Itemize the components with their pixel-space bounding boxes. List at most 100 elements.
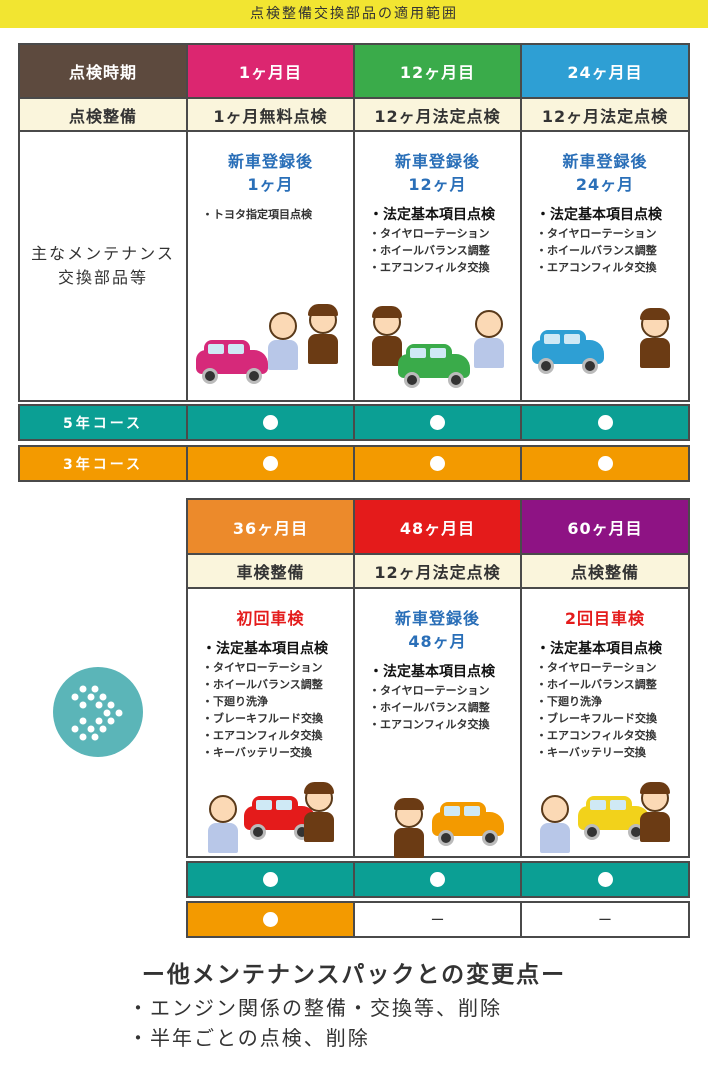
included-dot — [597, 415, 613, 430]
period-heading: 初回車検 — [236, 607, 304, 630]
maintenance-item: エアコンフィルタ交換 — [369, 716, 495, 733]
maintenance-item: エアコンフィルタ交換 — [536, 727, 662, 744]
staff-illustration — [392, 798, 426, 860]
heading-line: 新車登録後 — [562, 152, 648, 171]
header-label: 36ヶ月目 — [232, 518, 309, 538]
maintenance-item: 下廻り洗浄 — [536, 693, 662, 710]
service-label: 点検整備 — [68, 106, 137, 126]
header-label: 24ヶ月目 — [567, 63, 643, 82]
heading-line: 12ヶ月 — [408, 175, 467, 194]
period-header: 36ヶ月目 — [186, 498, 355, 555]
included-dot — [263, 872, 278, 887]
course3-cell: ー — [520, 901, 690, 938]
maintenance-item: 法定基本項目点検 — [369, 206, 495, 225]
staff-illustration — [306, 304, 340, 366]
course5-cell — [186, 861, 355, 898]
maintenance-items: 法定基本項目点検タイヤローテーションホイールバランス調整エアコンフィルタ交換 — [536, 206, 662, 276]
customer-illustration — [266, 312, 300, 372]
service-type: 12ヶ月法定点検 — [353, 553, 522, 589]
period-header: 1ヶ月目 — [186, 43, 355, 99]
maintenance-items: 法定基本項目点検タイヤローテーションホイールバランス調整下廻り洗浄ブレーキフルー… — [202, 640, 328, 761]
maintenance-item: ホイールバランス調整 — [536, 676, 662, 693]
maintenance-item: タイヤローテーション — [536, 659, 662, 676]
maintenance-item: 法定基本項目点検 — [369, 663, 495, 682]
service-type: 車検整備 — [186, 553, 355, 589]
customer-illustration — [206, 795, 240, 855]
heading-line: 新車登録後 — [394, 609, 480, 628]
car-illustration — [432, 802, 504, 846]
header-label: 点検時期 — [68, 63, 137, 82]
heading-line: 24ヶ月 — [575, 175, 635, 194]
course3-cell: ー — [353, 901, 522, 938]
period-header: 60ヶ月目 — [520, 498, 690, 555]
maintenance-item: ブレーキフルード交換 — [536, 710, 662, 727]
staff-illustration — [302, 782, 336, 844]
not-included-dash: ー — [430, 912, 445, 929]
heading-line: 新車登録後 — [394, 152, 480, 171]
period-header: 24ヶ月目 — [520, 43, 690, 99]
service-label: 12ヶ月法定点検 — [374, 106, 501, 126]
maintenance-item: 下廻り洗浄 — [202, 693, 328, 710]
customer-illustration — [472, 310, 506, 370]
maintenance-item: ホイールバランス調整 — [369, 699, 495, 716]
car-illustration — [398, 344, 470, 388]
course3-cell — [520, 445, 690, 482]
maintenance-item: エアコンフィルタ交換 — [202, 727, 328, 744]
course3-cell: 3年コース — [18, 445, 188, 482]
title-banner: 点検整備交換部品の適用範囲 — [0, 0, 708, 28]
service-type: 12ヶ月法定点検 — [520, 97, 690, 132]
maintenance-item: タイヤローテーション — [369, 225, 495, 242]
chevron-arrow-icon — [53, 667, 143, 757]
included-dot — [430, 415, 445, 430]
maintenance-item: キーバッテリー交換 — [202, 744, 328, 761]
period-header: 48ヶ月目 — [353, 498, 522, 555]
course-label-3yr: 3年コース — [62, 456, 144, 473]
maintenance-item: エアコンフィルタ交換 — [369, 259, 495, 276]
row-label: 主なメンテナンス — [31, 244, 175, 263]
maintenance-items: トヨタ指定項目点検 — [202, 206, 312, 223]
maintenance-item: 法定基本項目点検 — [536, 206, 662, 225]
course-label-5yr: 5年コース — [62, 415, 144, 432]
header-label: 60ヶ月目 — [567, 518, 643, 538]
maintenance-items: 法定基本項目点検タイヤローテーションホイールバランス調整エアコンフィルタ交換 — [369, 663, 495, 733]
included-dot — [263, 456, 278, 471]
maintenance-items: 法定基本項目点検タイヤローテーションホイールバランス調整下廻り洗浄ブレーキフルー… — [536, 640, 662, 761]
included-dot — [597, 872, 613, 887]
maintenance-item: エアコンフィルタ交換 — [536, 259, 662, 276]
car-illustration — [532, 330, 604, 374]
heading-line: 2回目車検 — [564, 609, 646, 628]
customer-illustration — [538, 795, 572, 855]
service-label: 1ヶ月無料点検 — [213, 106, 328, 126]
service-label: 12ヶ月法定点検 — [541, 106, 669, 126]
course5-cell — [353, 404, 522, 441]
changes-title: ー他メンテナンスパックとの変更点ー — [141, 962, 567, 988]
included-dot — [597, 456, 613, 471]
included-dot — [263, 912, 278, 927]
maintenance-item: ホイールバランス調整 — [202, 676, 328, 693]
header-label: 12ヶ月目 — [399, 63, 476, 82]
included-dot — [263, 415, 278, 430]
staff-illustration — [638, 308, 672, 370]
course5-cell — [353, 861, 522, 898]
staff-illustration — [370, 306, 404, 368]
header-label: 1ヶ月目 — [238, 63, 303, 82]
heading-line: 1ヶ月 — [247, 175, 294, 194]
period-header: 点検時期 — [18, 43, 188, 99]
maintenance-item: タイヤローテーション — [202, 659, 328, 676]
maintenance-items: 法定基本項目点検タイヤローテーションホイールバランス調整エアコンフィルタ交換 — [369, 206, 495, 276]
course3-cell — [353, 445, 522, 482]
staff-illustration — [638, 782, 672, 844]
course3-cell — [186, 445, 355, 482]
car-illustration — [578, 796, 650, 840]
maintenance-item: ホイールバランス調整 — [369, 242, 495, 259]
change-item: ・半年ごとの点検、削除 — [128, 1026, 370, 1050]
not-included-dash: ー — [598, 912, 612, 929]
period-heading: 新車登録後 12ヶ月 — [395, 150, 480, 196]
course3-cell — [186, 901, 355, 938]
maintenance-item: ホイールバランス調整 — [536, 242, 662, 259]
service-type: 点検整備 — [18, 97, 188, 132]
maintenance-item: 法定基本項目点検 — [202, 640, 328, 659]
period-heading: 新車登録後 24ヶ月 — [562, 150, 647, 196]
service-label: 12ヶ月法定点検 — [374, 563, 501, 582]
